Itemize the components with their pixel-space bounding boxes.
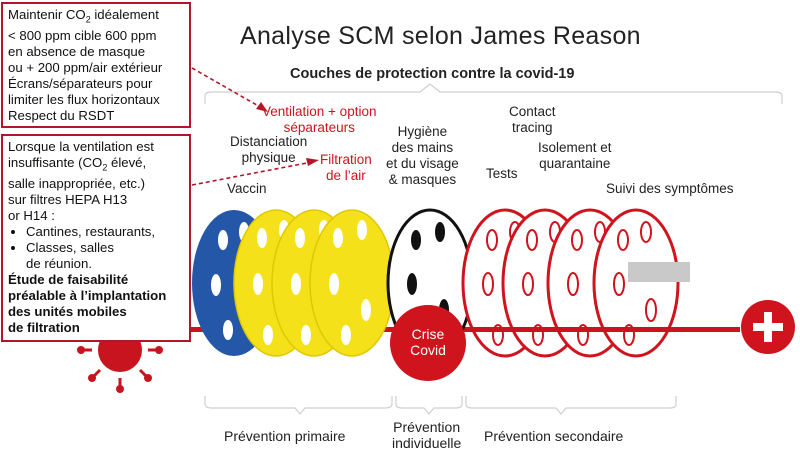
info-box-ventilation: Maintenir CO2 idéalement < 800 ppm cible… <box>1 2 191 128</box>
box1-line2: < 800 ppm cible 600 ppm <box>8 27 157 43</box>
page-title: Analyse SCM selon James Reason <box>240 22 641 50</box>
box1-line7: Respect du RSDT <box>8 107 115 123</box>
box2-line5: or H14 : <box>8 207 55 223</box>
box2-line4: sur filtres HEPA H13 <box>8 191 128 207</box>
box1-line4: ou + 200 ppm/air extérieur <box>8 59 163 75</box>
label-filtration: Filtration de l’air <box>320 152 372 183</box>
box2-bold2: préalable à l’implantation <box>8 287 167 303</box>
medical-cross-icon <box>741 300 795 354</box>
dashed-arrow-ventilation <box>191 67 263 109</box>
box2-line2: insuffisante (CO2 élevé, <box>8 155 147 173</box>
label-vaccin: Vaccin <box>227 181 267 196</box>
crise-covid-label: Crise Covid <box>410 326 446 358</box>
crise-covid-circle <box>390 305 466 381</box>
box2-bold3: des unités mobiles <box>8 303 127 319</box>
box2-line3: salle inappropriée, etc.) <box>8 175 146 191</box>
box1-line3: en absence de masque <box>8 43 146 59</box>
top-bracket <box>204 83 783 104</box>
bracket-individuelle <box>395 396 463 415</box>
dashed-arrow-filtration <box>191 161 313 186</box>
label-tests: Tests <box>486 166 518 181</box>
label-contact-tracing: Contact tracing <box>509 104 556 135</box>
label-isolement: Isolement et quarantaine <box>538 140 612 171</box>
page-subtitle: Couches de protection contre la covid-19 <box>290 66 575 82</box>
box2-bold1: Étude de faisabilité <box>8 271 129 287</box>
box1-line6: limiter les flux horizontaux <box>8 91 160 107</box>
layer-suivi <box>592 208 690 358</box>
box2-line1: Lorsque la ventilation est <box>8 139 154 154</box>
info-box-filtration: Lorsque la ventilation est insuffisante … <box>1 134 191 342</box>
footer-prevention-primaire: Prévention primaire <box>224 428 346 444</box>
label-ventilation: Ventilation + option séparateurs <box>262 104 377 135</box>
box1-line5: Écrans/séparateurs pour <box>8 75 153 91</box>
footer-prevention-individuelle: Prévention individuelle <box>392 419 462 451</box>
label-distanciation: Distanciation physique <box>230 134 308 165</box>
layer-filtration <box>309 209 395 357</box>
footer-prevention-secondaire: Prévention secondaire <box>484 428 624 444</box>
box1-line1: Maintenir CO2 idéalement <box>8 7 159 25</box>
box2-bullet1: Cantines, restaurants, <box>26 224 184 240</box>
box2-bold4: de filtration <box>8 319 80 335</box>
label-hygiene: Hygiène des mains et du visage & masques <box>386 124 459 187</box>
bracket-secondaire <box>465 396 677 415</box>
bracket-primaire <box>204 396 393 415</box>
label-suivi: Suivi des symptômes <box>606 181 734 196</box>
box2-list: Cantines, restaurants, Classes, sallesde… <box>8 224 184 272</box>
